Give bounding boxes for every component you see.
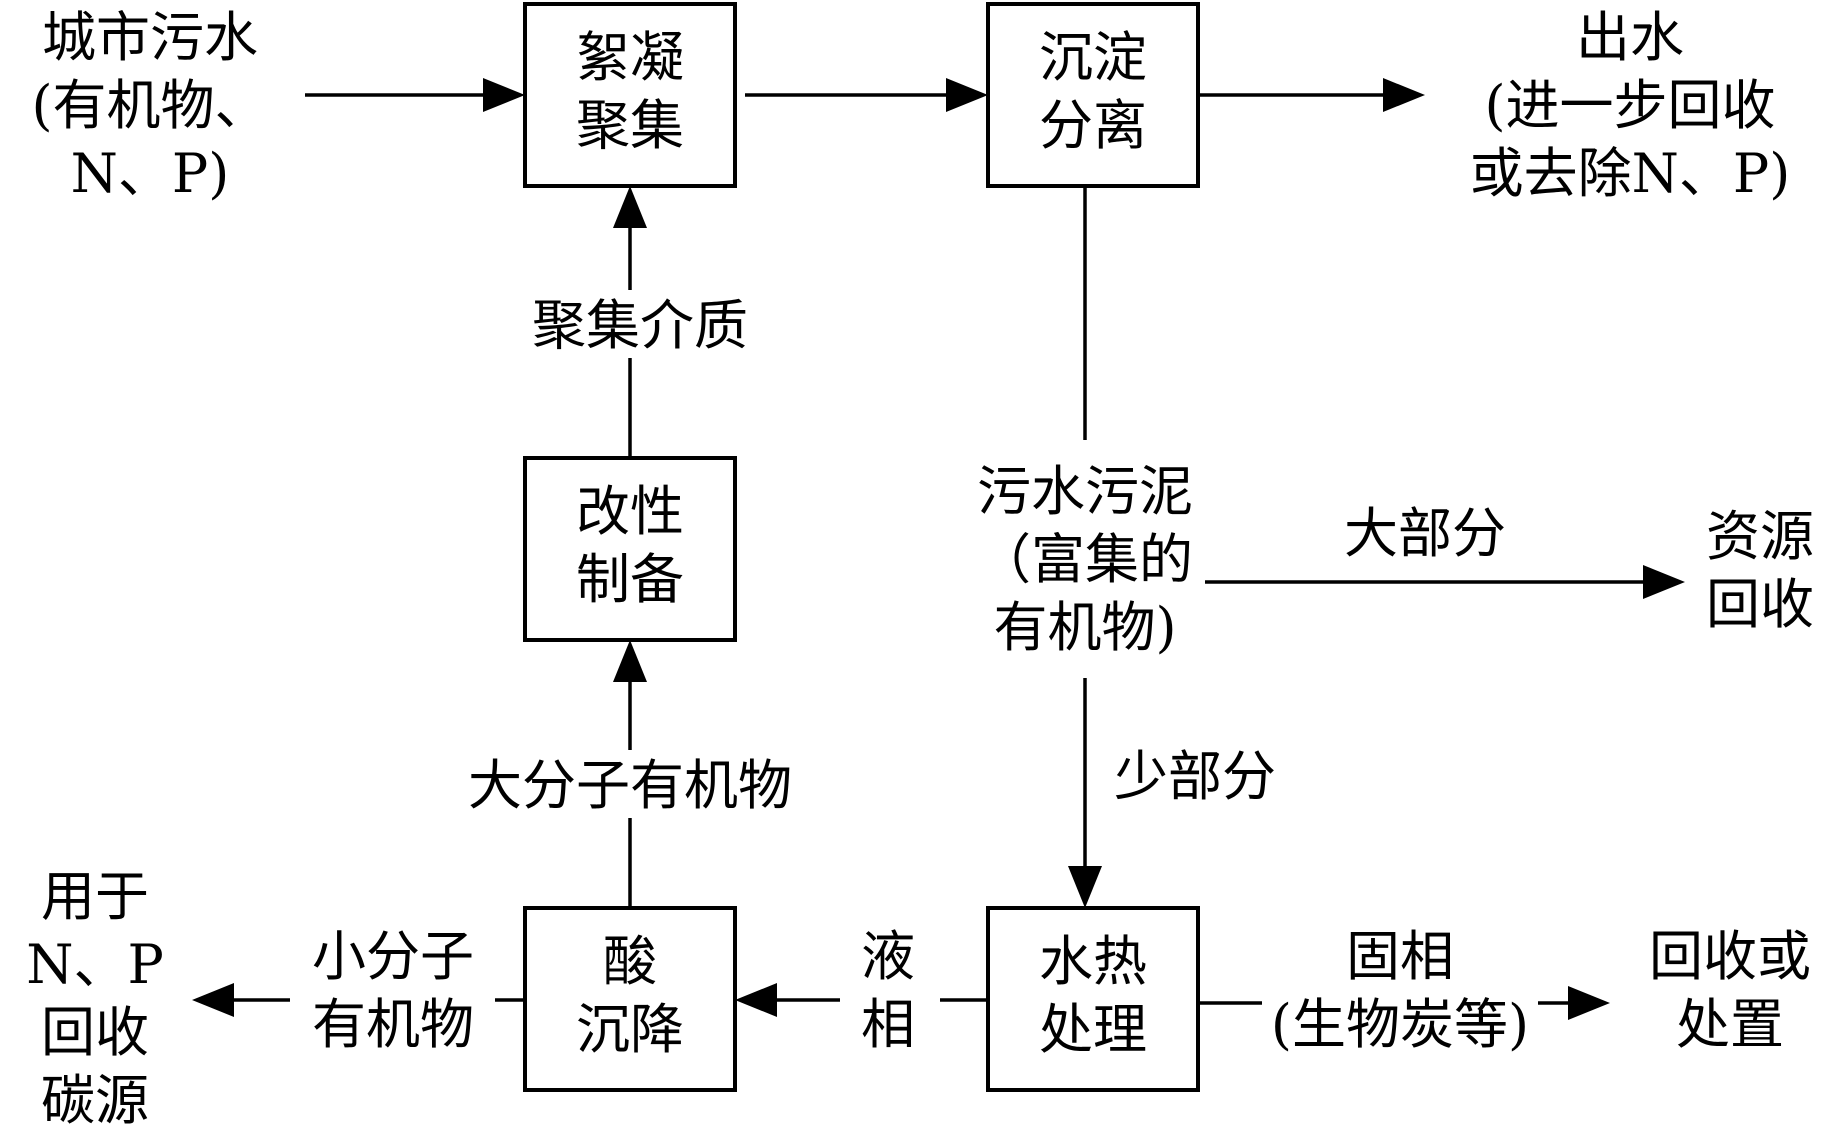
arrowhead-sedimentation <box>946 78 988 112</box>
flocculation-line-1: 絮凝 <box>576 26 684 89</box>
resource-recovery-line-1: 资源 <box>1706 505 1814 568</box>
arrowhead-acid <box>735 983 777 1017</box>
sludge-line-2: （富集的 <box>977 528 1193 591</box>
sewage-input-line-2: (有机物、 <box>31 74 268 137</box>
sludge-line-3: 有机物) <box>993 596 1176 659</box>
flocculation-line-2: 聚集 <box>576 94 684 157</box>
sedimentation-line-1: 沉淀 <box>1039 26 1147 89</box>
disposal-line-2: 处置 <box>1676 993 1784 1056</box>
arrowhead-hydrothermal <box>1068 866 1102 908</box>
small-organics-line-2: 有机物 <box>312 993 474 1056</box>
sedimentation-line-2: 分离 <box>1039 94 1147 157</box>
effluent-line-1: 出水 <box>1576 6 1684 69</box>
acid-precip-box <box>523 906 737 1092</box>
arrowhead-np <box>192 983 234 1017</box>
sewage-input-line-3: N、P) <box>71 142 230 205</box>
arrowhead-modified <box>613 640 647 682</box>
acid-precip-line-2: 沉降 <box>576 998 684 1061</box>
flocculation-box <box>523 2 737 188</box>
effluent-line-2: (进一步回收 <box>1484 74 1775 137</box>
arrowhead-effluent <box>1383 78 1425 112</box>
modified-prep-line-1: 改性 <box>576 480 684 543</box>
arrowhead-flocculation-up <box>613 186 647 228</box>
disposal-line-1: 回收或 <box>1649 925 1811 988</box>
hydrothermal-line-2: 处理 <box>1039 998 1147 1061</box>
minority-label: 少部分 <box>1114 745 1276 808</box>
hydrothermal-box <box>986 906 1200 1092</box>
arrowhead-resource <box>1643 565 1685 599</box>
modified-prep-line-2: 制备 <box>576 548 684 611</box>
aggregation-medium-label: 聚集介质 <box>532 294 748 357</box>
liquid-phase-line-1: 液 <box>861 925 915 988</box>
np-recovery-line-1: 用于 <box>41 865 149 928</box>
solid-phase-line-1: 固相 <box>1346 925 1454 988</box>
macro-organics-label: 大分子有机物 <box>468 754 792 817</box>
np-recovery-line-2: N、P <box>26 933 164 996</box>
solid-phase-line-2: (生物炭等) <box>1271 993 1529 1056</box>
np-recovery-line-4: 碳源 <box>41 1069 149 1132</box>
liquid-phase-line-2: 相 <box>861 993 915 1056</box>
resource-recovery-line-2: 回收 <box>1706 573 1814 636</box>
effluent-line-3: 或去除N、P) <box>1470 142 1791 205</box>
sewage-input-line-1: 城市污水 <box>42 6 258 69</box>
small-organics-line-1: 小分子 <box>312 925 474 988</box>
majority-label: 大部分 <box>1344 502 1506 565</box>
arrowhead-flocculation <box>483 78 525 112</box>
sedimentation-box <box>986 2 1200 188</box>
hydrothermal-line-1: 水热 <box>1039 930 1147 993</box>
sludge-line-1: 污水污泥 <box>977 460 1193 523</box>
acid-precip-line-1: 酸 <box>603 930 657 993</box>
np-recovery-line-3: 回收 <box>41 1001 149 1064</box>
arrowhead-disposal <box>1568 986 1610 1020</box>
